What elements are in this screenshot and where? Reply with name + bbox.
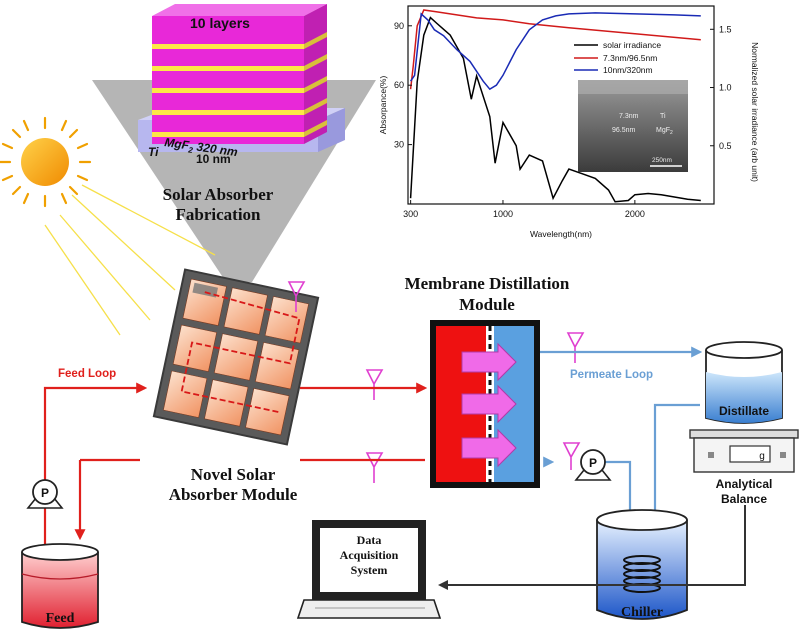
daq-label-3: System [351, 563, 388, 577]
novel-module-title-2: Absorber Module [169, 485, 298, 504]
absorptance-chart: 300 1000 2000 30 60 90 0.5 1.0 1.5 7.3nm Ti 96.5… [378, 5, 760, 239]
feed-pump-symbol: P [41, 486, 49, 500]
x-tick-label: 2000 [625, 209, 645, 219]
distillate-label: Distillate [719, 404, 769, 418]
distillate-beaker [705, 341, 783, 424]
daq-label-2: Acquisition [340, 548, 399, 562]
y-right-tick-label: 1.5 [719, 24, 732, 34]
y-right-tick-label: 1.0 [719, 83, 732, 93]
laptop-icon [296, 520, 442, 619]
mgf2-layer-label: MgF2 320 nm [163, 135, 239, 161]
balance-label-2: Balance [721, 492, 767, 506]
ti-thickness-label: 10 nm [196, 152, 231, 166]
y-left-tick-label: 60 [394, 80, 404, 90]
sem-inset-image [578, 80, 688, 172]
y-left-tick-label: 30 [394, 140, 404, 150]
sensor-antenna-icons [287, 281, 585, 483]
daq-label-1: Data [357, 533, 382, 547]
data-link-line [438, 505, 746, 590]
membrane-title-2: Module [459, 295, 515, 314]
ti-layer-label: Ti [148, 145, 159, 159]
novel-module-title-1: Novel Solar [191, 465, 276, 484]
chart-legend: solar irradiance 7.3nm/96.5nm 10nm/320nm [574, 40, 661, 75]
chiller-tank [596, 509, 688, 620]
inset-label-ti: Ti [660, 113, 666, 120]
legend-item-10nm: 10nm/320nm [603, 65, 653, 75]
membrane-module [430, 320, 540, 488]
chart-series-line-2 [409, 12, 701, 91]
x-tick-label: 300 [403, 209, 418, 219]
chart-ylabel-left: Absorpance(%) [378, 76, 388, 135]
chart-ylabel-right: Normalized solar irradiance (arb unit) [750, 42, 760, 182]
balance-display: g [759, 451, 765, 462]
x-tick-label: 1000 [493, 209, 513, 219]
inset-scale-bar: 250nm [652, 157, 672, 164]
solar-absorber-panel [152, 268, 320, 446]
feed-loop-label: Feed Loop [58, 368, 116, 380]
fabrication-title-2: Fabrication [176, 205, 262, 224]
inset-label-top: 7.3nm [619, 113, 639, 120]
permeate-pump-icon [574, 449, 612, 481]
inset-label-mgf2: MgF2 [656, 127, 673, 136]
legend-item-73nm: 7.3nm/96.5nm [603, 53, 657, 63]
feed-beaker [21, 543, 99, 629]
chart-series-line-1 [409, 9, 701, 90]
feed-label: Feed [46, 611, 75, 626]
multilayer-absorber [138, 4, 345, 152]
chiller-label: Chiller [621, 605, 663, 620]
chart-series-line-0 [409, 16, 701, 203]
y-right-tick-label: 0.5 [719, 141, 732, 151]
y-left-tick-label: 90 [394, 21, 404, 31]
feed-loop-lines [43, 382, 428, 548]
analytical-balance-icon [689, 429, 799, 473]
membrane-title-1: Membrane Distillation [405, 274, 570, 293]
balance-label-1: Analytical [716, 477, 773, 491]
sun-icon [0, 116, 92, 208]
legend-item-solar: solar irradiance [603, 40, 661, 50]
permeate-pump-symbol: P [589, 456, 597, 470]
permeate-loop-label: Permeate Loop [570, 369, 653, 381]
permeate-loop-lines [540, 346, 703, 523]
inset-label-mid: 96.5nm [612, 127, 636, 134]
feed-pump-icon [26, 479, 64, 509]
chart-xlabel: Wavelength(nm) [530, 229, 592, 239]
layers-label: 10 layers [190, 15, 250, 31]
fabrication-title-1: Solar Absorber [163, 185, 274, 204]
sunlight-rays [44, 184, 216, 336]
